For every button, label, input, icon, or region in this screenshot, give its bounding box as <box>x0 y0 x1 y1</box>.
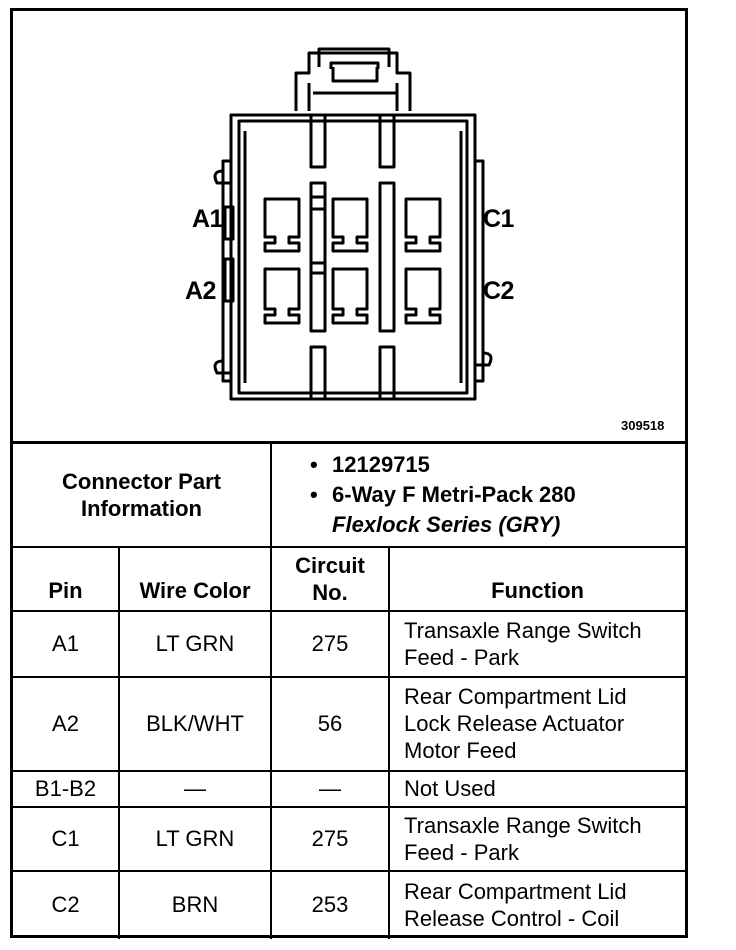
pin-label-c1: C1 <box>483 205 514 233</box>
part-number-item: •12129715 <box>310 451 430 477</box>
pin-label-a2: A2 <box>185 277 216 305</box>
diagram-frame: A1 A2 C1 C2 309518 Connector Part Inform… <box>10 8 688 939</box>
circuit-cell: 275 <box>270 609 391 678</box>
wire-color-cell: LT GRN <box>117 805 273 872</box>
connector-part-details: •12129715 •6-Way F Metri-Pack 280 Flexlo… <box>270 441 686 548</box>
table-row: A2 BLK/WHT 56 Rear Compartment Lid Lock … <box>13 675 686 772</box>
pin-cell: B1-B2 <box>13 769 120 808</box>
table-row: C2 BRN 253 Rear Compartment Lid Release … <box>13 869 686 939</box>
circuit-cell: 275 <box>270 805 391 872</box>
wire-color-cell: LT GRN <box>117 609 273 678</box>
circuit-cell: 253 <box>270 869 391 939</box>
wire-color-cell: BRN <box>117 869 273 939</box>
part-description-line1: 6-Way F Metri-Pack 280 <box>332 481 576 507</box>
header-wire-color: Wire Color <box>117 545 273 612</box>
function-cell: Transaxle Range Switch Feed - Park <box>388 805 686 872</box>
part-description-line2: Flexlock Series (GRY) <box>332 511 561 537</box>
wire-color-cell: BLK/WHT <box>117 675 273 772</box>
header-pin: Pin <box>13 545 120 612</box>
column-header-row: Pin Wire Color Circuit No. Function <box>13 545 686 612</box>
header-function: Function <box>388 545 686 612</box>
connector-drawing <box>213 47 493 401</box>
function-cell: Rear Compartment Lid Release Control - C… <box>388 869 686 939</box>
connector-part-row: Connector Part Information •12129715 •6-… <box>13 441 686 548</box>
pin-cell: A1 <box>13 609 120 678</box>
function-cell: Not Used <box>388 769 686 808</box>
header-circuit-no: Circuit No. <box>270 545 391 612</box>
pin-label-a1: A1 <box>192 205 223 233</box>
pin-cell: A2 <box>13 675 120 772</box>
connector-table: Connector Part Information •12129715 •6-… <box>13 441 686 939</box>
part-number: 12129715 <box>332 451 430 477</box>
circuit-cell: — <box>270 769 391 808</box>
connector-part-label: Connector Part Information <box>13 441 273 548</box>
table-row: B1-B2 — — Not Used <box>13 769 686 808</box>
figure-number: 309518 <box>621 418 665 433</box>
circuit-cell: 56 <box>270 675 391 772</box>
part-description-item: •6-Way F Metri-Pack 280 <box>310 481 576 507</box>
connector-diagram: A1 A2 C1 C2 309518 <box>13 11 685 441</box>
pin-cell: C1 <box>13 805 120 872</box>
function-cell: Rear Compartment Lid Lock Release Actuat… <box>388 675 686 772</box>
table-row: C1 LT GRN 275 Transaxle Range Switch Fee… <box>13 805 686 872</box>
pin-label-c2: C2 <box>483 277 514 305</box>
wire-color-cell: — <box>117 769 273 808</box>
function-cell: Transaxle Range Switch Feed - Park <box>388 609 686 678</box>
table-row: A1 LT GRN 275 Transaxle Range Switch Fee… <box>13 609 686 678</box>
pin-cell: C2 <box>13 869 120 939</box>
